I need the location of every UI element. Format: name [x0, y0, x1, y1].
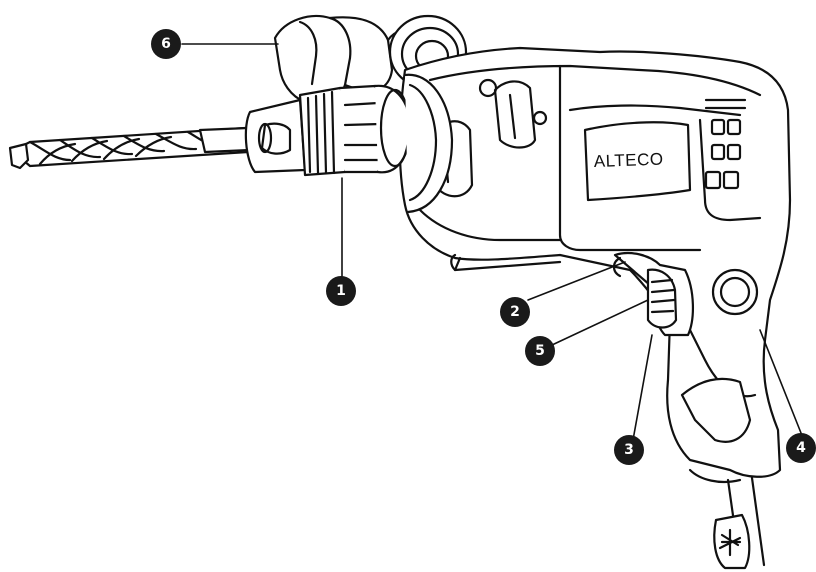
drill-body: [398, 46, 792, 478]
callout-2-label: 2: [510, 304, 520, 320]
brand-text: ALTECO: [593, 150, 663, 171]
callout-3: 3: [614, 435, 644, 465]
power-cord: [713, 476, 766, 570]
callout-5-label: 5: [535, 343, 545, 359]
callout-6-label: 6: [161, 36, 171, 52]
callout-2: 2: [500, 297, 530, 327]
callout-6: 6: [151, 29, 181, 59]
lock-button: [711, 268, 759, 316]
callout-4: 4: [786, 433, 816, 463]
drill-bit: [8, 126, 252, 170]
brand-plate: [583, 121, 692, 202]
leader-lines: [181, 43, 804, 441]
pistol-grip: [680, 328, 757, 484]
trigger-assembly: [612, 251, 695, 337]
callout-5: 5: [525, 336, 555, 366]
callout-1: 1: [326, 276, 356, 306]
callout-3-label: 3: [624, 442, 634, 458]
callout-4-label: 4: [796, 440, 806, 456]
gearbox-collar: [403, 73, 454, 214]
callout-1-label: 1: [336, 283, 346, 299]
chuck: [244, 84, 412, 177]
vent-slots: [704, 98, 747, 190]
